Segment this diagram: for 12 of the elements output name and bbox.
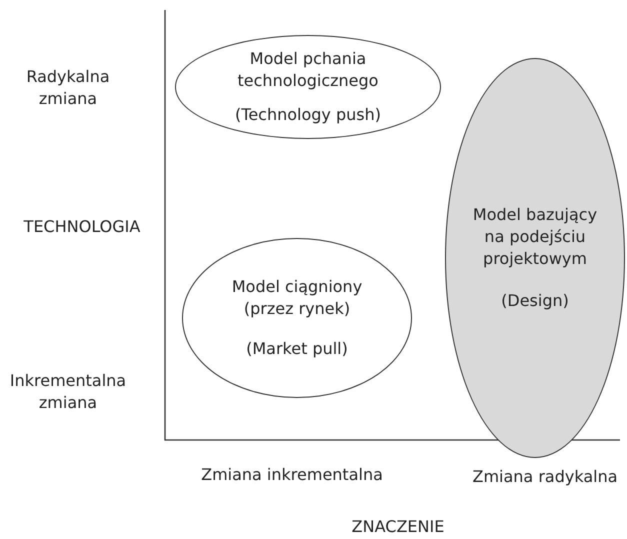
model-name: Model pchania technologicznego (236, 48, 380, 92)
axis-title: TECHNOLOGIA (24, 216, 140, 238)
model-name: Model bazujący na podejściu projektowym (472, 204, 598, 270)
axis-level-label: Inkrementalna zmiana (8, 370, 128, 414)
model-english-name: (Market pull) (246, 338, 348, 360)
axis-level-label: Zmiana radykalna (472, 466, 618, 488)
model-english-name: (Technology push) (235, 104, 381, 126)
axis-title: ZNACZENIE (352, 516, 444, 538)
axis-level-label: Zmiana inkrementalna (201, 464, 383, 486)
model-english-name: (Design) (501, 290, 569, 312)
model-name: Model ciągniony (przez rynek) (230, 276, 364, 320)
axis-level-label: Radykalna zmiana (25, 66, 111, 110)
